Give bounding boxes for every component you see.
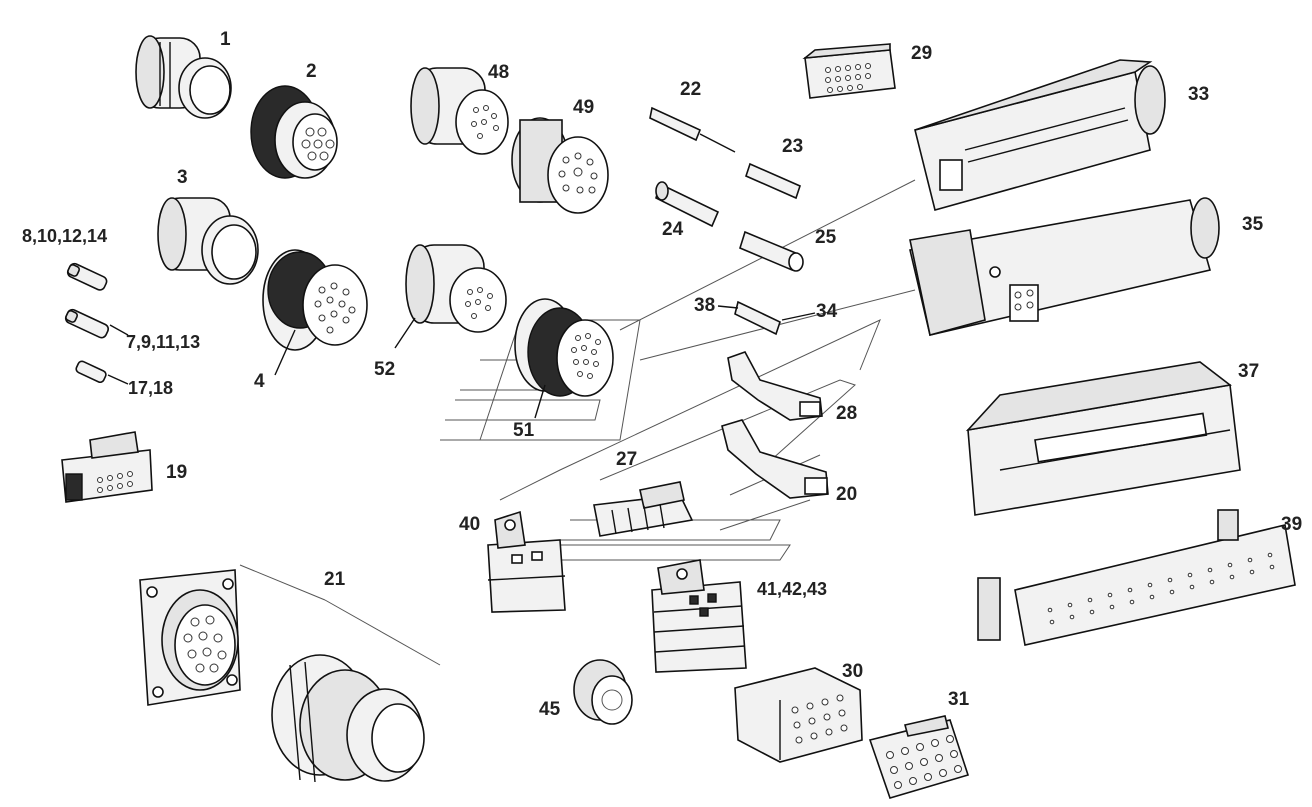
part-33-ecu-connector	[914, 59, 1166, 211]
callout-31: 31	[948, 689, 970, 710]
part-19-housing	[61, 431, 153, 503]
part-45-cap	[573, 659, 633, 725]
part-29-block	[802, 43, 896, 99]
callout-22: 22	[680, 79, 702, 100]
callout-34: 34	[816, 301, 838, 322]
part-40-relay-socket	[487, 510, 566, 613]
callout-45: 45	[539, 699, 561, 720]
callout-38: 38	[694, 295, 716, 316]
callout-37: 37	[1238, 361, 1260, 382]
callout-28: 28	[836, 403, 858, 424]
part-39-pin-header	[977, 509, 1296, 646]
callout-29: 29	[911, 43, 933, 64]
part-30-housing	[734, 667, 863, 763]
part-3-receptacle	[157, 197, 259, 285]
part-48-receptacle	[410, 67, 509, 155]
callout-48: 48	[488, 62, 510, 83]
callout-3: 3	[177, 167, 188, 188]
callout-25: 25	[815, 227, 837, 248]
callout-2: 2	[306, 61, 317, 82]
part-37-ecu-connector	[965, 361, 1241, 516]
part-21-connector-set	[139, 569, 425, 783]
part-28-terminal	[727, 351, 823, 421]
part-51-plug	[514, 298, 614, 419]
contact-pins	[64, 262, 129, 385]
callout-30: 30	[842, 661, 864, 682]
callout-40: 40	[459, 514, 481, 535]
callout-39: 39	[1281, 514, 1303, 535]
part-31-housing	[868, 715, 970, 799]
callout-19: 19	[166, 462, 188, 483]
callout-21: 21	[324, 569, 346, 590]
callout-49: 49	[573, 97, 595, 118]
callout-23: 23	[782, 136, 804, 157]
part-35-ecu-connector	[909, 197, 1220, 336]
part-4-plug	[262, 249, 368, 376]
callout-41-43: 41,42,43	[757, 579, 828, 599]
part-52-receptacle	[394, 244, 507, 349]
terminal-contacts	[649, 106, 816, 336]
callout-27: 27	[616, 449, 638, 470]
callout-1: 1	[220, 29, 231, 50]
callout-4: 4	[254, 371, 265, 392]
callout-35: 35	[1242, 214, 1264, 235]
callout-33: 33	[1188, 84, 1210, 105]
callout-8-14: 8,10,12,14	[22, 226, 108, 246]
part-2-plug	[250, 85, 338, 179]
callout-51: 51	[513, 420, 535, 441]
callout-17-18: 17,18	[128, 378, 174, 398]
part-41-43-relay-socket	[651, 559, 747, 673]
callout-20: 20	[836, 484, 858, 505]
part-27-housing	[593, 481, 694, 537]
part-1-receptacle	[135, 35, 232, 119]
part-49-plug	[511, 117, 609, 214]
callout-7-13: 7,9,11,13	[126, 332, 201, 352]
part-20-terminal	[721, 419, 829, 499]
callout-24: 24	[662, 219, 684, 240]
callout-52: 52	[374, 359, 396, 380]
